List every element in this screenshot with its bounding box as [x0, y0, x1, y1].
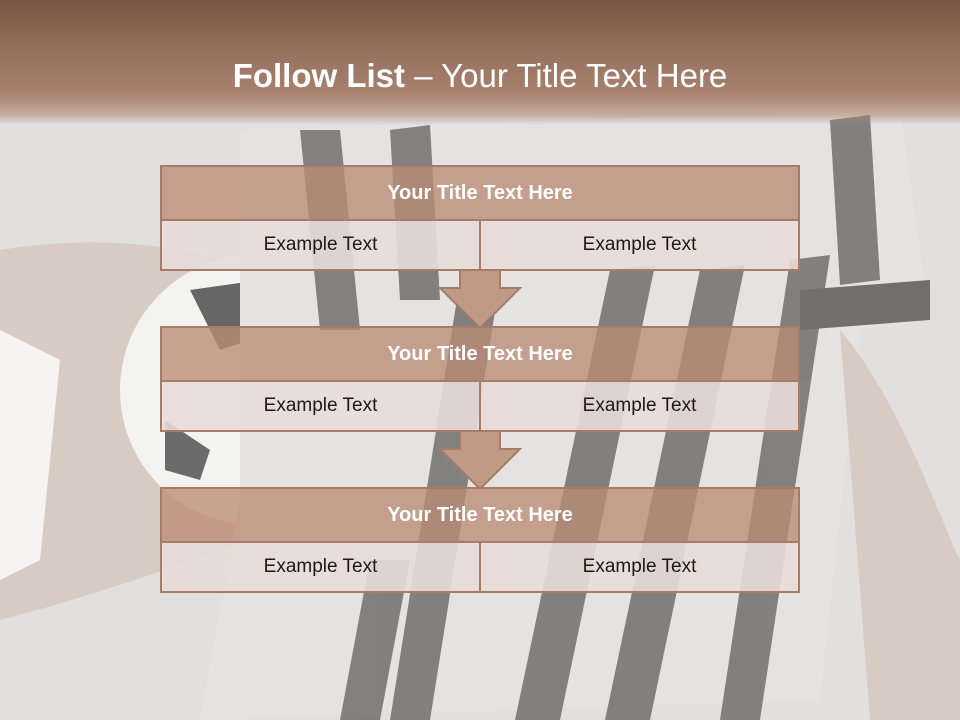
- step-title-2: Your Title Text Here: [160, 326, 800, 382]
- title-banner: [0, 0, 960, 125]
- step-row-3: Example Text Example Text: [160, 543, 800, 593]
- step-row-1: Example Text Example Text: [160, 221, 800, 271]
- step-row-2: Example Text Example Text: [160, 382, 800, 432]
- step-2-left-cell: Example Text: [160, 382, 481, 432]
- slide-title: Follow List – Your Title Text Here: [0, 52, 960, 100]
- step-3-left-cell: Example Text: [160, 543, 481, 593]
- step-1-right-cell: Example Text: [481, 221, 800, 271]
- step-block-1: Your Title Text Here Example Text Exampl…: [160, 165, 800, 271]
- step-1-left-cell: Example Text: [160, 221, 481, 271]
- step-title-3: Your Title Text Here: [160, 487, 800, 543]
- down-arrow-icon: [438, 430, 522, 491]
- slide-title-bold: Follow List: [232, 57, 406, 94]
- slide-title-rest: – Your Title Text Here: [405, 57, 728, 94]
- step-3-right-cell: Example Text: [481, 543, 800, 593]
- step-2-right-cell: Example Text: [481, 382, 800, 432]
- down-arrow-icon: [438, 269, 522, 330]
- step-block-2: Your Title Text Here Example Text Exampl…: [160, 326, 800, 432]
- step-block-3: Your Title Text Here Example Text Exampl…: [160, 487, 800, 593]
- step-title-1: Your Title Text Here: [160, 165, 800, 221]
